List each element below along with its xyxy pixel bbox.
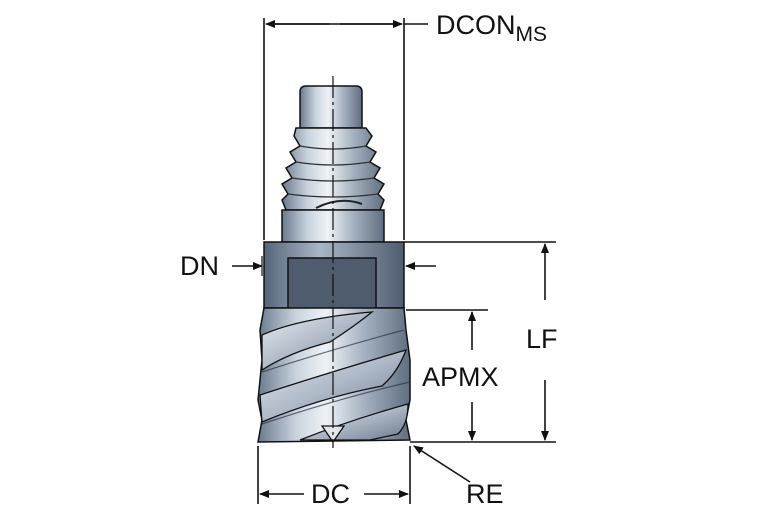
shank-pin	[299, 85, 363, 129]
dcon-sub-text: MS	[515, 23, 548, 46]
apmx-label: APMX	[422, 362, 499, 392]
re-label: RE	[466, 479, 504, 509]
flute-1	[261, 311, 375, 372]
dcon-ms-label: DCONMS	[436, 10, 548, 46]
lf-label: LF	[526, 324, 558, 354]
wrench-flat	[287, 257, 377, 311]
dcon-main-text: DCON	[436, 10, 516, 40]
tool-body	[257, 85, 411, 444]
dimension-lines	[232, 18, 556, 504]
dc-label: DC	[311, 479, 350, 509]
dn-label: DN	[180, 251, 219, 281]
